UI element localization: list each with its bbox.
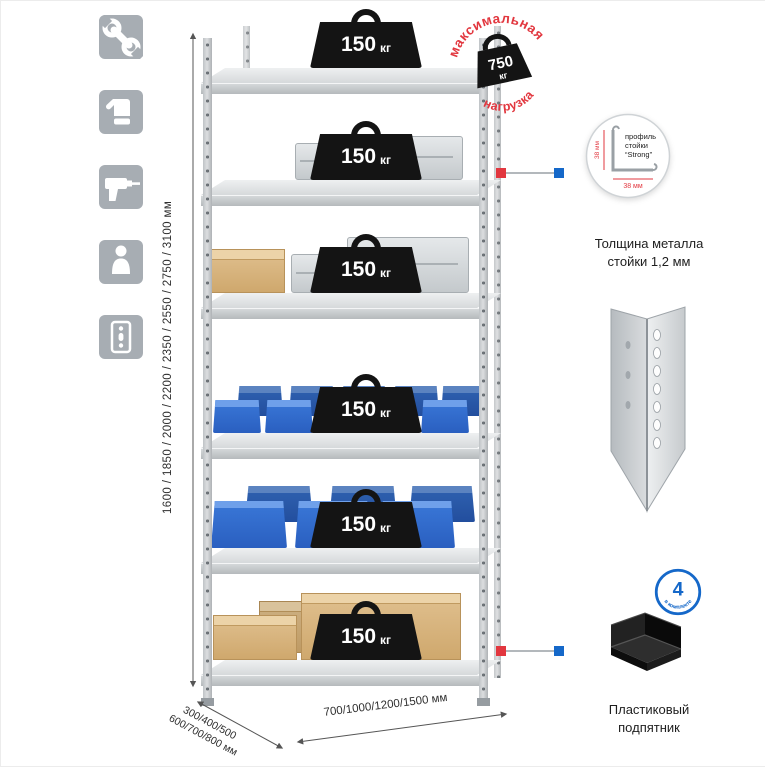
- shelf-4: [201, 433, 501, 459]
- plastic-bin: [265, 400, 313, 433]
- rack-post-front-right: [477, 38, 490, 706]
- shelf-3: [201, 293, 501, 319]
- plastic-foot-graphic: [603, 607, 687, 682]
- cardboard-box: [213, 615, 297, 660]
- profile-dim-horizontal: 38 мм: [623, 183, 643, 190]
- shelf-5: [201, 548, 501, 574]
- load-unit: кг: [380, 406, 392, 420]
- load-unit: кг: [380, 41, 392, 55]
- profile-label-1: профиль: [625, 132, 656, 141]
- profile-caption-line2: стойки 1,2 мм: [607, 253, 691, 269]
- wrench-icon: [97, 13, 146, 62]
- drill-icon: [105, 178, 140, 201]
- connector-blue-square-top: [554, 168, 564, 178]
- foot-caption-line2: подпятник: [618, 719, 680, 735]
- foot-caption-line1: Пластиковый: [608, 702, 690, 717]
- stamp-unit: кг: [498, 70, 508, 82]
- feature-tile-gloves: [99, 90, 143, 134]
- profile-label-2: стойки: [625, 141, 648, 150]
- load-value: 150: [340, 513, 377, 536]
- foot-caption: Пластиковый подпятник: [559, 701, 739, 736]
- load-value: 150: [340, 258, 377, 281]
- badge-text: в комплекте: [663, 599, 694, 611]
- load-value: 150: [340, 625, 377, 648]
- rack-post-back-right: [494, 26, 501, 678]
- feature-tile-fasteners: [99, 315, 143, 359]
- person-icon: [112, 245, 130, 274]
- plastic-bin: [211, 501, 287, 548]
- cardboard-box: [209, 249, 285, 293]
- connector-blue-square-bottom: [554, 646, 564, 656]
- load-value: 150: [340, 398, 377, 421]
- rack-post-back-left: [243, 26, 250, 74]
- kit-badge: 4 в комплекте: [653, 567, 703, 617]
- svg-text:в комплекте: в комплекте: [663, 599, 694, 611]
- stamp-weight-icon: [477, 43, 533, 89]
- mount-plate-icon: [110, 320, 132, 354]
- rack-post-front-left: [201, 38, 214, 706]
- profile-angle-drawing: [611, 130, 653, 172]
- profile-callout: 38 мм 38 мм профиль стойки “Strong”: [585, 113, 671, 199]
- load-unit: кг: [380, 153, 392, 167]
- profile-label-3: “Strong”: [625, 150, 653, 159]
- feature-tile-tools: [97, 13, 146, 62]
- feature-tile-person: [99, 240, 143, 284]
- stamp-arc-bottom: нагрузка: [479, 85, 539, 119]
- stamp-weight-handle: [482, 33, 512, 51]
- load-unit: кг: [380, 266, 392, 280]
- shelf-1: [201, 68, 501, 94]
- load-unit: кг: [380, 633, 392, 647]
- profile-caption: Толщина металла стойки 1,2 мм: [559, 235, 739, 270]
- shelf-2: [201, 180, 501, 206]
- svg-text:нагрузка: нагрузка: [479, 85, 539, 119]
- load-value: 150: [340, 33, 377, 56]
- profile-caption-line1: Толщина металла: [594, 236, 704, 251]
- badge-value: 4: [673, 579, 684, 601]
- load-unit: кг: [380, 521, 392, 535]
- profile-dim-vertical: 38 мм: [594, 140, 601, 159]
- max-load-stamp: максимальная нагрузка 750 кг: [439, 1, 561, 125]
- plastic-bin: [213, 400, 261, 433]
- load-value: 150: [340, 145, 377, 168]
- corner-post-graphic: [595, 301, 699, 531]
- height-dimension-label: 1600 / 1850 / 2000 / 2200 / 2350 / 2550 …: [162, 200, 174, 515]
- shelf-6: [201, 660, 501, 686]
- plastic-bin: [421, 400, 469, 433]
- gloves-icon: [105, 99, 130, 125]
- feature-tile-drill: [99, 165, 143, 209]
- stamp-value: 750: [487, 53, 515, 75]
